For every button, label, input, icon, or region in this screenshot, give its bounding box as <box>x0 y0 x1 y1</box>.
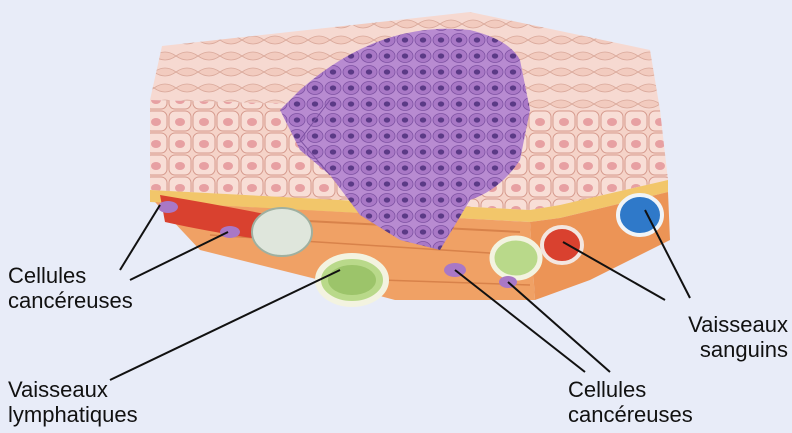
label-line: Vaisseaux <box>8 377 138 402</box>
label-cancer-cells-right: Cellules cancéreuses <box>568 377 693 427</box>
cancer-cell <box>220 226 240 238</box>
leader-line <box>120 205 160 270</box>
blood-vessel-red-right <box>542 227 582 263</box>
label-line: sanguins <box>688 337 788 362</box>
leader-line <box>130 232 228 280</box>
label-cancer-cells-left: Cellules cancéreuses <box>8 263 133 313</box>
label-line: Cellules <box>8 263 133 288</box>
label-line: Cellules <box>568 377 693 402</box>
leader-line <box>110 270 340 380</box>
lymph-vessel-green-right <box>492 238 540 278</box>
label-lymph-vessels: Vaisseaux lymphatiques <box>8 377 138 427</box>
label-line: lymphatiques <box>8 402 138 427</box>
label-line: Vaisseaux <box>688 312 788 337</box>
label-blood-vessels: Vaisseaux sanguins <box>688 312 788 362</box>
leader-line <box>508 282 610 372</box>
lymph-vessel-white <box>252 208 312 256</box>
cancer-cell <box>158 201 178 213</box>
label-line: cancéreuses <box>568 402 693 427</box>
label-line: cancéreuses <box>8 288 133 313</box>
